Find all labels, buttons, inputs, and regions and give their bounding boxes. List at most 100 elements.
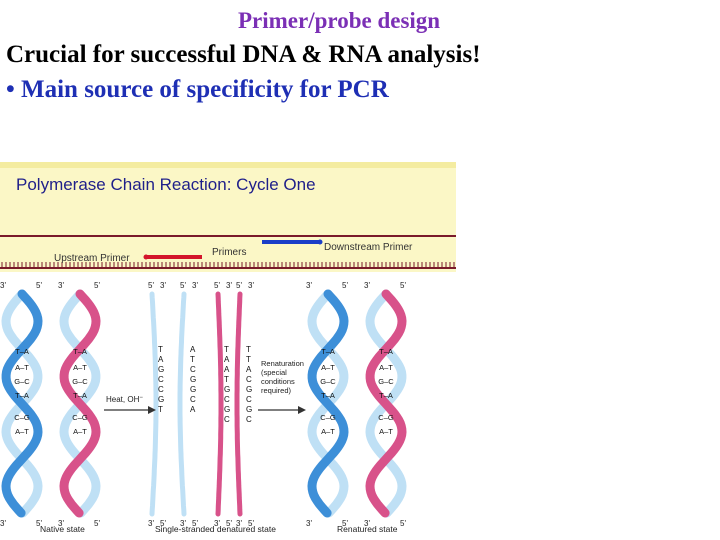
base-letter: A: [190, 345, 196, 354]
strand-end-label: 3': [160, 281, 166, 290]
strand-end-label: 5': [400, 519, 406, 528]
base-pair-label: G–C: [14, 377, 30, 386]
strand-end-label: 5': [214, 281, 220, 290]
base-pair-label: T–A: [15, 347, 29, 356]
base-pair-label: G–C: [72, 377, 88, 386]
single-strand-3-strand: [215, 291, 224, 517]
strand-end-label: 3': [148, 519, 154, 528]
strand-end-label: 3': [58, 519, 64, 528]
base-letter: A: [190, 405, 196, 414]
base-pair-label: A–T: [73, 363, 87, 372]
base-pair-label: T–A: [73, 347, 87, 356]
base-letter: C: [246, 395, 252, 404]
base-pair-label: C–G: [14, 413, 30, 422]
base-letter: A: [246, 365, 252, 374]
base-letter: G: [158, 365, 164, 374]
strand-end-label: 5': [94, 519, 100, 528]
base-letter: A: [158, 355, 164, 364]
dna-helices: T–A A–T G–C T–A C–G A–T 3' 5' 3' 5' T–A A–T G–C T–A C–…: [0, 281, 407, 528]
helix-renatured-pink-front-strand: [365, 289, 407, 518]
strand-end-label: 3': [236, 519, 242, 528]
base-letter: A: [224, 365, 230, 374]
strand-end-label: 5': [400, 281, 406, 290]
strand-end-label: 5': [342, 519, 348, 528]
upstream-primer-label: Upstream Primer: [54, 253, 130, 264]
base-letter: A: [224, 355, 230, 364]
base-pair-label: T–A: [15, 391, 29, 400]
strand-end-label: 5': [180, 281, 186, 290]
strand-end-label: 3': [192, 281, 198, 290]
base-pair-label: A–T: [15, 427, 29, 436]
base-pair-label: T–A: [321, 391, 335, 400]
strand-end-label: 5': [236, 281, 242, 290]
strand-end-label: 5': [148, 281, 154, 290]
base-letter: T: [246, 355, 251, 364]
strand-end-label: 3': [306, 519, 312, 528]
base-pair-label: T–A: [379, 347, 393, 356]
base-pair-label: G–C: [378, 377, 394, 386]
base-letter: T: [224, 345, 229, 354]
base-pair-label: A–T: [73, 427, 87, 436]
base-pair-label: A–T: [321, 363, 335, 372]
downstream-primer-dot: [317, 239, 323, 245]
single-strand-2-strand: [177, 291, 187, 517]
base-letter: G: [190, 375, 196, 384]
downstream-primer-bar: [262, 240, 320, 244]
base-pair-label: C–G: [320, 413, 336, 422]
base-letter: C: [224, 415, 230, 424]
single-strand-4-strand: [234, 291, 243, 517]
primers-label: Primers: [212, 247, 246, 258]
strand-end-label: 5': [36, 519, 42, 528]
base-letter: T: [158, 345, 163, 354]
strand-end-label: 3': [180, 519, 186, 528]
upstream-primer-bar: [146, 255, 202, 259]
base-letter: C: [246, 375, 252, 384]
base-letter: T: [224, 375, 229, 384]
bullet-point: • Main source of specificity for PCR: [6, 76, 389, 103]
helix-renatured-blue-front-strand: [307, 289, 349, 518]
base-letter: G: [224, 385, 230, 394]
heading-panel: [0, 162, 456, 234]
subtitle-text: Crucial for successful DNA & RNA analysi…: [6, 41, 481, 68]
base-pair-label: A–T: [379, 363, 393, 372]
single-strand-1-strand: [149, 291, 159, 517]
base-letter: C: [158, 385, 164, 394]
base-pair-label: A–T: [379, 427, 393, 436]
strand-end-label: 5': [226, 519, 232, 528]
strand-end-label: 3': [226, 281, 232, 290]
strand-end-label: 3': [58, 281, 64, 290]
strand-end-label: 3': [214, 519, 220, 528]
helix-native-pink-front-strand: [59, 289, 101, 518]
strand-end-label: 5': [94, 281, 100, 290]
heading-band: [0, 162, 456, 168]
heat-label: Heat, OH−: [106, 395, 143, 404]
helix-native-blue-front-strand: [1, 289, 43, 518]
base-pair-label: C–G: [378, 413, 394, 422]
base-letter: T: [190, 355, 195, 364]
primer-strip: [0, 234, 456, 272]
denatured-state-label: Single-stranded denatured state: [155, 524, 276, 534]
strand-end-label: 3': [364, 519, 370, 528]
base-letter: C: [158, 375, 164, 384]
renaturation-label: Renaturation (special conditions require…: [261, 359, 306, 395]
strand-end-label: 5': [160, 519, 166, 528]
base-pair-label: T–A: [321, 347, 335, 356]
base-letter: C: [190, 395, 196, 404]
base-pair-label: T–A: [73, 391, 87, 400]
base-letter: G: [246, 385, 252, 394]
heat-arrow-head: [148, 406, 156, 414]
strand-end-label: 5': [36, 281, 42, 290]
strand-end-label: 5': [342, 281, 348, 290]
renaturation-arrow-head: [298, 406, 306, 414]
base-letter: T: [158, 405, 163, 414]
base-pair-label: C–G: [72, 413, 88, 422]
strand-end-label: 5': [192, 519, 198, 528]
strand-end-label: 3': [306, 281, 312, 290]
strand-end-label: 3': [364, 281, 370, 290]
pcr-cycle-diagram: Polymerase Chain Reaction: Cycle One Dow…: [0, 162, 456, 540]
base-letter: G: [158, 395, 164, 404]
base-pair-label: G–C: [320, 377, 336, 386]
base-letter: C: [246, 415, 252, 424]
base-pair-label: T–A: [379, 391, 393, 400]
base-letter: C: [190, 365, 196, 374]
